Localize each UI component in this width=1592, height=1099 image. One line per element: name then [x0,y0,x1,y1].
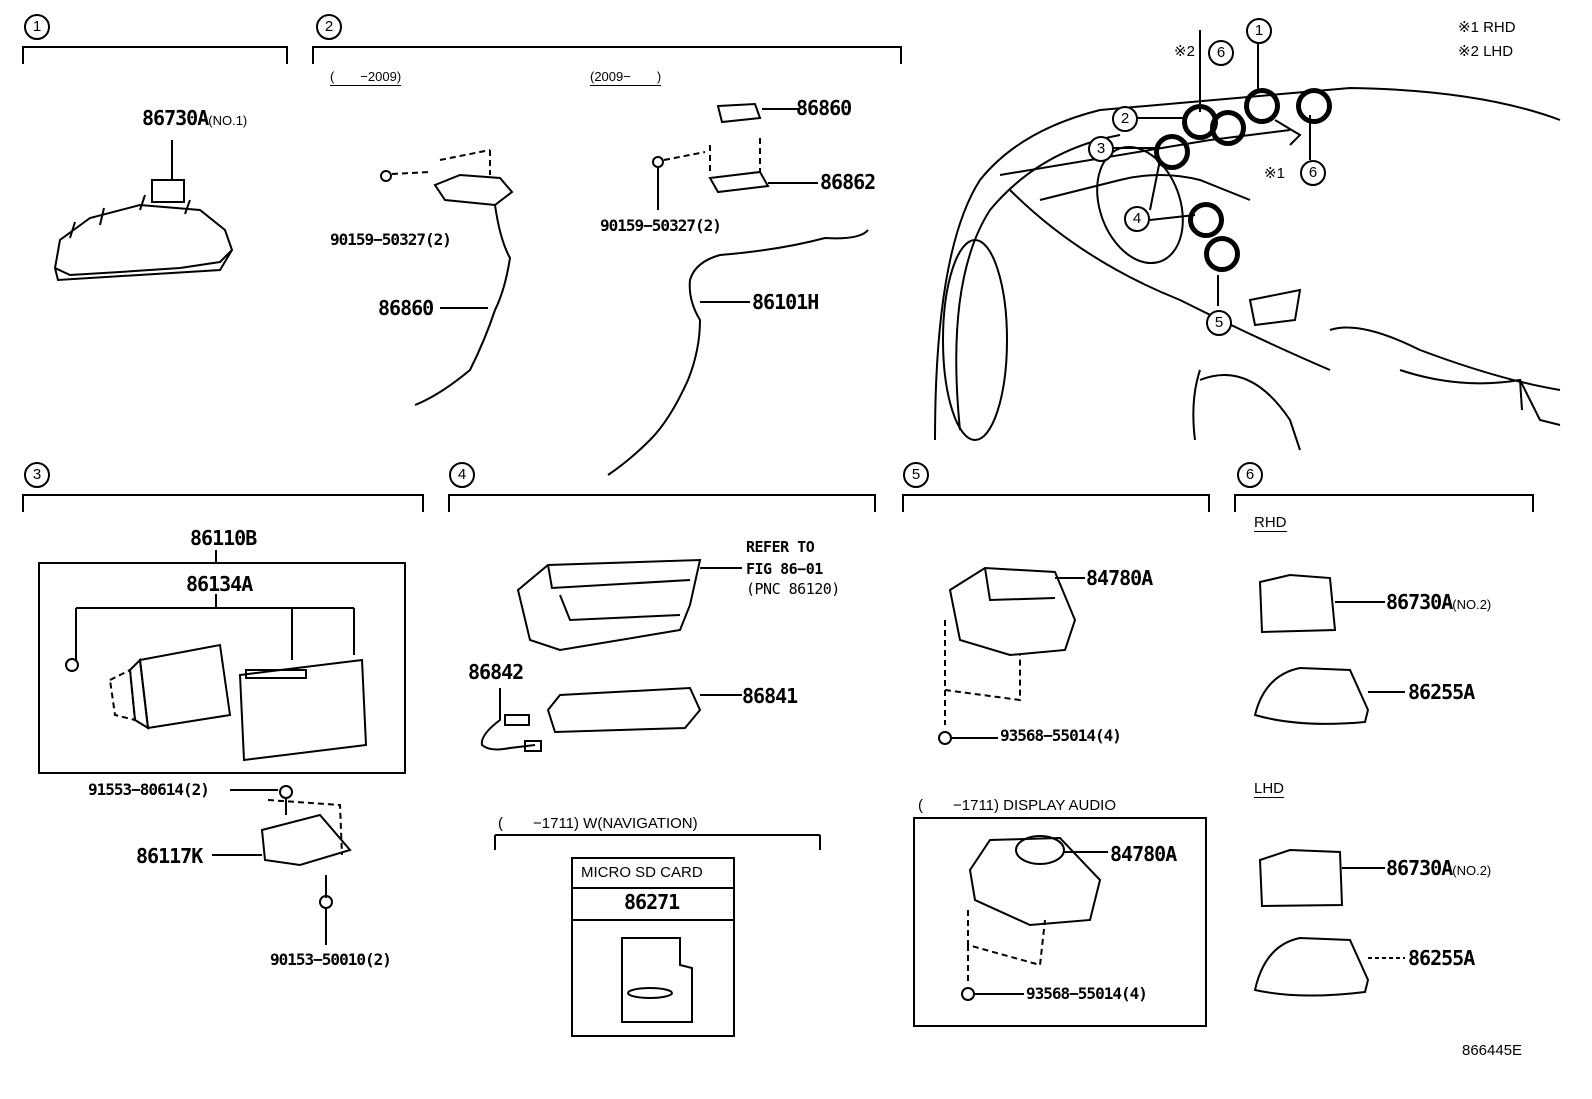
figure-id: 866445E [1462,1042,1523,1059]
callout-1: 1 [1246,18,1272,44]
section-1-marker: 1 [24,14,50,40]
section-3-bracket [22,494,424,512]
part-93568-b: 93568−55014(4) [1026,984,1148,1003]
sd-card-group-drawing [494,834,821,1037]
part-84780A-b: 84780A [1110,842,1177,866]
refer-line-1: REFER TO [746,538,815,556]
antenna-cable-late-drawing [607,102,869,476]
section-5-marker: 5 [903,462,929,488]
vehicle-interior-drawing [934,30,1561,451]
part-86101H: 86101H [752,290,819,314]
callout-rhd-marker: ※1 [1264,165,1285,182]
section-4-bracket [448,494,876,512]
location-marker-3 [1154,134,1190,170]
part-86841: 86841 [742,684,798,708]
refer-line-2: FIG 86−01 [746,560,823,578]
display-kit-box [38,562,406,774]
rhd-heading: RHD [1254,514,1287,532]
location-marker-1 [1244,88,1280,124]
switch-bezel-drawing [1253,573,1405,997]
section-3-marker: 3 [24,462,50,488]
sd-card-title: MICRO SD CARD [581,864,703,881]
variant-late-label: (2009− ) [590,66,662,86]
part-86730A-no2-rhd: 86730A(NO.2) [1386,590,1492,614]
overhead-console-drawing [53,140,234,282]
part-86862: 86862 [820,170,876,194]
part-93568-a: 93568−55014(4) [1000,726,1122,745]
part-86860-early: 86860 [378,296,434,320]
display-audio-note: ( −1711) DISPLAY AUDIO [918,797,1116,814]
callout-lhd-marker: ※2 [1174,43,1195,60]
display-assembly-drawing [65,550,368,945]
section-6-marker: 6 [1237,462,1263,488]
section-1-bracket [22,46,288,64]
part-90159-late: 90159−50327(2) [600,216,722,235]
display-audio-box [913,817,1207,1027]
part-86134A: 86134A [186,572,253,596]
part-91553: 91553−80614(2) [88,780,210,799]
refer-line-3: (PNC 86120) [746,580,840,598]
callout-3: 3 [1088,136,1114,162]
audio-unit-drawing [480,558,742,752]
location-marker-6-lhd [1210,110,1246,146]
navigation-variant-note: ( −1711) W(NAVIGATION) [498,815,698,832]
legend-rhd: ※1 RHD [1458,19,1516,36]
callout-5: 5 [1206,310,1232,336]
callout-4: 4 [1124,206,1150,232]
section-2-marker: 2 [316,14,342,40]
antenna-cable-early-drawing [380,149,514,406]
part-86271: 86271 [624,890,680,914]
location-marker-4 [1188,202,1224,238]
callout-6-lhd: 6 [1208,40,1234,66]
lhd-heading: LHD [1254,780,1285,798]
part-86117K: 86117K [136,844,203,868]
part-86255A-lhd: 86255A [1408,946,1475,970]
section-5-bracket [902,494,1210,512]
part-86842: 86842 [468,660,524,684]
callout-6-rhd: 6 [1300,160,1326,186]
legend-lhd: ※2 LHD [1458,43,1514,60]
location-marker-5 [1204,236,1240,272]
part-90153: 90153−50010(2) [270,950,392,969]
location-marker-6-rhd [1296,88,1332,124]
part-86730A-no2-lhd: 86730A(NO.2) [1386,856,1492,880]
part-86860-late: 86860 [796,96,852,120]
part-86110B: 86110B [190,526,257,550]
part-84780A-a: 84780A [1086,566,1153,590]
part-90159-early: 90159−50327(2) [330,230,452,249]
section-6-bracket [1234,494,1534,512]
variant-early-label: ( −2009) [330,66,402,86]
part-86255A-rhd: 86255A [1408,680,1475,704]
part-86730A-no1: 86730A(NO.1) [142,106,248,130]
section-2-bracket [312,46,902,64]
controller-drawing [938,566,1108,1001]
callout-2: 2 [1112,106,1138,132]
section-4-marker: 4 [449,462,475,488]
